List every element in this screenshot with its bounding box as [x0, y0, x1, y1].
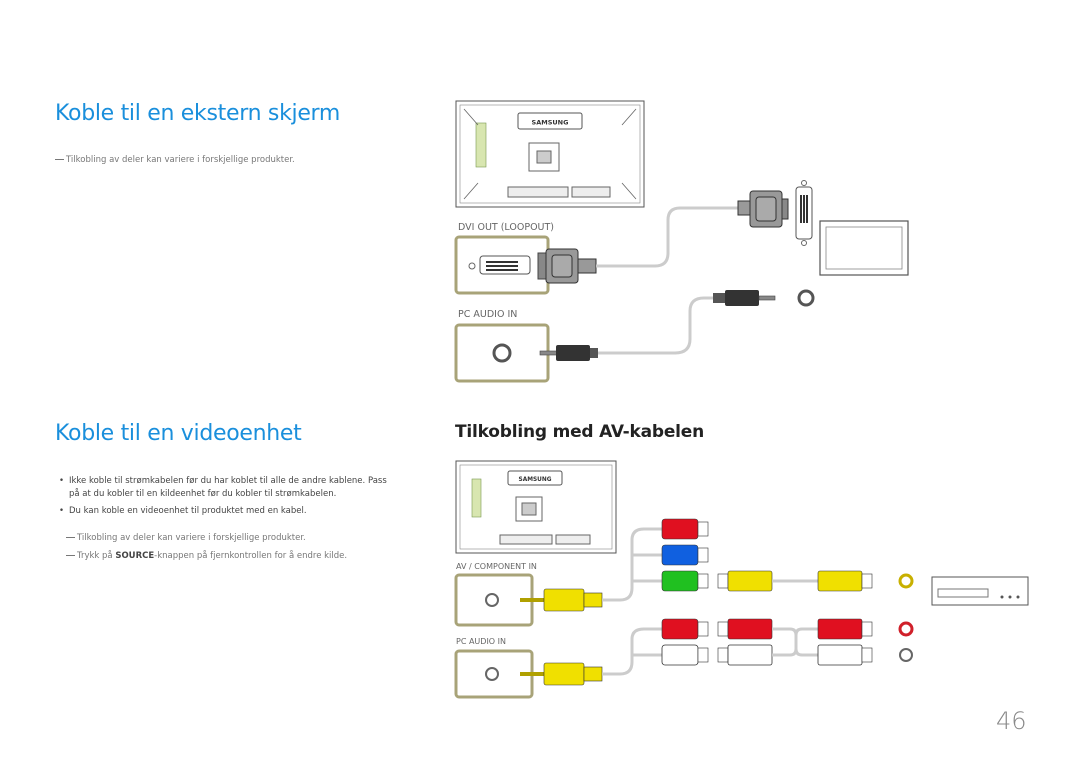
audio-jack-icon	[492, 343, 512, 363]
note-text-pre: Trykk på	[77, 551, 116, 561]
audio-out-right-jack-icon	[898, 621, 914, 637]
screw-icon	[468, 262, 476, 270]
component-cable	[602, 527, 662, 602]
audio-jack-icon-2	[485, 667, 499, 681]
subsection-title-av-cable: Tilkobling med AV-kabelen	[455, 422, 705, 442]
note-source-button: Trykk på SOURCE-knappen på fjernkontroll…	[66, 551, 347, 561]
bullet-one-cable: Du kan koble en videoenhet til produktet…	[55, 505, 400, 518]
video-device-icon	[931, 576, 1029, 606]
white-audio-cable-left	[717, 644, 773, 666]
section-title-external-display: Koble til en ekstern skjerm	[55, 101, 341, 126]
monitor-back-panel-2: SAMSUNG	[455, 460, 617, 554]
red-audio-cable-right	[817, 618, 873, 640]
note-text: Tilkobling av deler kan variere i forskj…	[66, 155, 295, 165]
dvi-plug-icon	[537, 248, 597, 284]
video-cable-left-plug	[717, 570, 773, 592]
av-jack-icon	[485, 593, 499, 607]
green-component-plug	[661, 570, 709, 592]
external-monitor-icon	[819, 220, 909, 276]
yellow-plug-audio	[520, 662, 603, 686]
audio-port-box	[454, 323, 550, 383]
audio-cable	[598, 296, 725, 355]
section-title-video-device: Koble til en videoenhet	[55, 421, 302, 446]
audio-jack-external-icon	[797, 289, 815, 307]
source-keyword: SOURCE	[115, 551, 155, 561]
audio-out-left-jack-icon	[899, 648, 913, 662]
diagram-av-cable: SAMSUNG AV / COMPONENT IN PC AUDIO IN	[454, 460, 1029, 699]
blue-component-plug	[661, 544, 709, 566]
note-parts-vary-2: Tilkobling av deler kan variere i forskj…	[66, 533, 306, 543]
note-parts-vary: Tilkobling av deler kan variere i forskj…	[55, 155, 295, 165]
dvi-port-external-icon	[795, 180, 813, 246]
dvi-cable	[596, 206, 740, 268]
white-audio-cable-right	[817, 644, 873, 666]
audio-av-cable	[602, 627, 662, 676]
note-text-post: -knappen på fjernkontrollen for å endre …	[154, 551, 348, 561]
red-audio-cable-left	[717, 618, 773, 640]
audio-cable-plug-icon	[713, 290, 776, 306]
page-number: 46	[996, 707, 1027, 735]
brand-logo: SAMSUNG	[532, 119, 569, 127]
white-audio-plug	[661, 644, 709, 666]
pc-audio-in-label-1: PC AUDIO IN	[458, 309, 517, 320]
bullet-power-cable: Ikke koble til strømkabelen før du har k…	[55, 475, 400, 501]
dvi-cable-plug-icon	[737, 190, 789, 228]
diagram-external-display: SAMSUNG DVI OUT (LOOPOUT) PC AUDIO IN	[454, 100, 909, 383]
monitor-back-panel: SAMSUNG	[455, 100, 645, 208]
note-text: Tilkobling av deler kan variere i forskj…	[77, 533, 306, 543]
pc-audio-in-label-2: PC AUDIO IN	[456, 637, 506, 646]
bullet-list: Ikke koble til strømkabelen før du har k…	[55, 475, 400, 522]
audio-plug-icon	[539, 345, 598, 361]
dvi-out-label: DVI OUT (LOOPOUT)	[458, 222, 554, 233]
video-out-jack-icon	[898, 573, 914, 589]
red-audio-plug	[661, 618, 709, 640]
av-component-in-label: AV / COMPONENT IN	[456, 562, 537, 571]
video-cable-right-plug	[817, 570, 873, 592]
brand-logo-2: SAMSUNG	[519, 477, 552, 483]
red-component-plug	[661, 518, 709, 540]
